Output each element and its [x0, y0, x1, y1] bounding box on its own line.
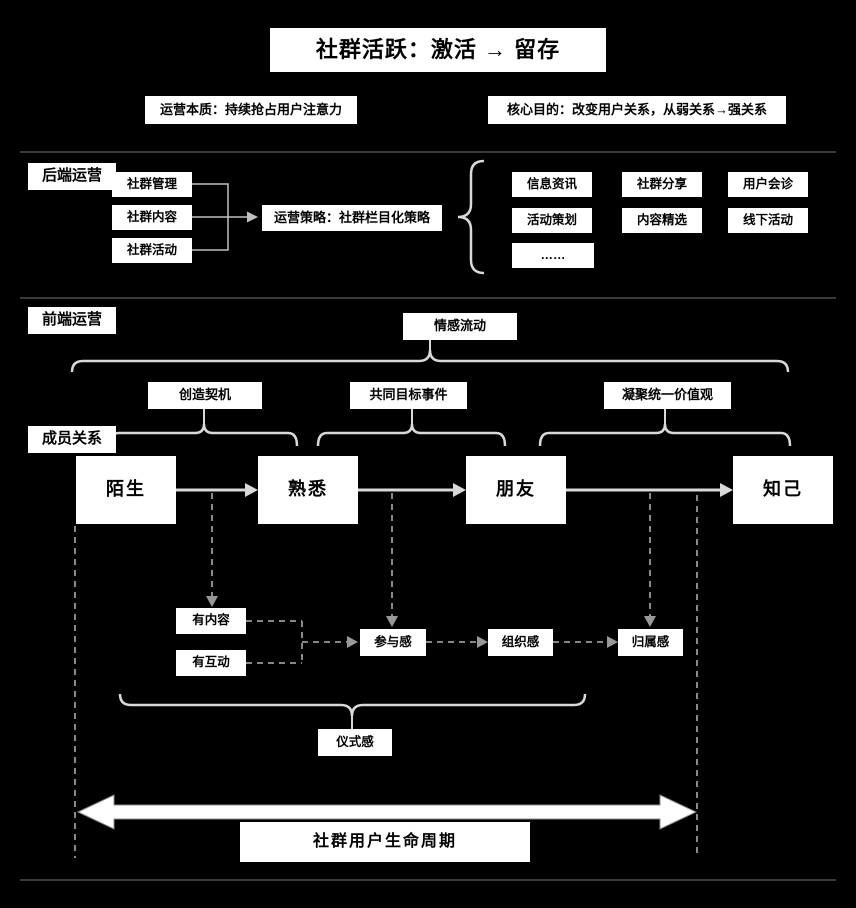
stage-confidant: 知己 [733, 456, 833, 524]
program-curated-content: 内容精选 [622, 208, 702, 233]
ritual-brace [118, 693, 587, 717]
stage-stranger: 陌生 [76, 456, 176, 524]
frontend-section-label: 前端运营 [28, 307, 116, 334]
tactic-create-moment-brace [108, 423, 299, 447]
program-user-consult: 用户会诊 [728, 172, 808, 197]
feeling-participation: 参与感 [360, 629, 426, 656]
dashed-arrowhead-participation-left [347, 636, 358, 648]
driver-interaction: 有互动 [176, 650, 246, 676]
lifecycle-box: 社群用户生命周期 [240, 822, 530, 862]
program-offline-event: 线下活动 [728, 208, 808, 233]
arrow-friend-to-confidant [566, 483, 733, 497]
tactic-values-brace [538, 423, 792, 447]
backend-module-content: 社群内容 [112, 205, 192, 230]
lifecycle-double-arrow [76, 794, 698, 830]
feeling-belonging: 归属感 [618, 629, 683, 656]
dashed-arrowhead-participation-top [386, 616, 398, 627]
stage-familiar: 熟悉 [258, 456, 358, 524]
backend-merge-connector [192, 183, 248, 251]
subtitle-core-purpose: 核心目的：改变用户关系，从弱关系→强关系 [488, 96, 786, 124]
subtitle-operation-essence: 运营本质：持续抢占用户注意力 [145, 96, 357, 124]
backend-brace [457, 159, 485, 275]
ritual-box: 仪式感 [318, 729, 392, 756]
tactic-shared-goal-brace [316, 423, 507, 447]
feeling-organization: 组织感 [488, 629, 553, 656]
backend-section-label: 后端运营 [28, 163, 116, 190]
program-sharing: 社群分享 [622, 172, 702, 197]
tactic-create-moment: 创造契机 [148, 382, 262, 409]
arrow-stranger-to-familiar [176, 483, 258, 497]
backend-module-management: 社群管理 [112, 172, 192, 197]
members-section-label: 成员关系 [28, 426, 116, 453]
tactic-shared-goal: 共同目标事件 [350, 382, 467, 409]
backend-strategy-arrowhead [247, 211, 258, 223]
arrow-familiar-to-friend [358, 483, 466, 497]
program-news: 信息资讯 [512, 172, 592, 197]
page-title: 社群活跃：激活 → 留存 [270, 28, 606, 72]
dashed-arrowhead-content [206, 596, 218, 607]
backend-module-activity: 社群活动 [112, 238, 192, 263]
driver-content: 有内容 [176, 608, 246, 634]
emotion-flow-brace [70, 349, 790, 373]
emotion-flow-box: 情感流动 [403, 313, 517, 340]
dashed-arrowhead-belonging-top [644, 616, 656, 627]
dashed-arrowhead-belonging-left [607, 636, 618, 648]
stage-friend: 朋友 [466, 456, 566, 524]
dashed-arrowhead-organization [477, 636, 488, 648]
program-event-planning: 活动策划 [512, 208, 592, 233]
program-more-ellipsis: …… [512, 243, 594, 268]
tactic-unified-values: 凝聚统一价值观 [604, 382, 731, 409]
backend-strategy-box: 运营策略：社群栏目化策略 [262, 205, 442, 231]
